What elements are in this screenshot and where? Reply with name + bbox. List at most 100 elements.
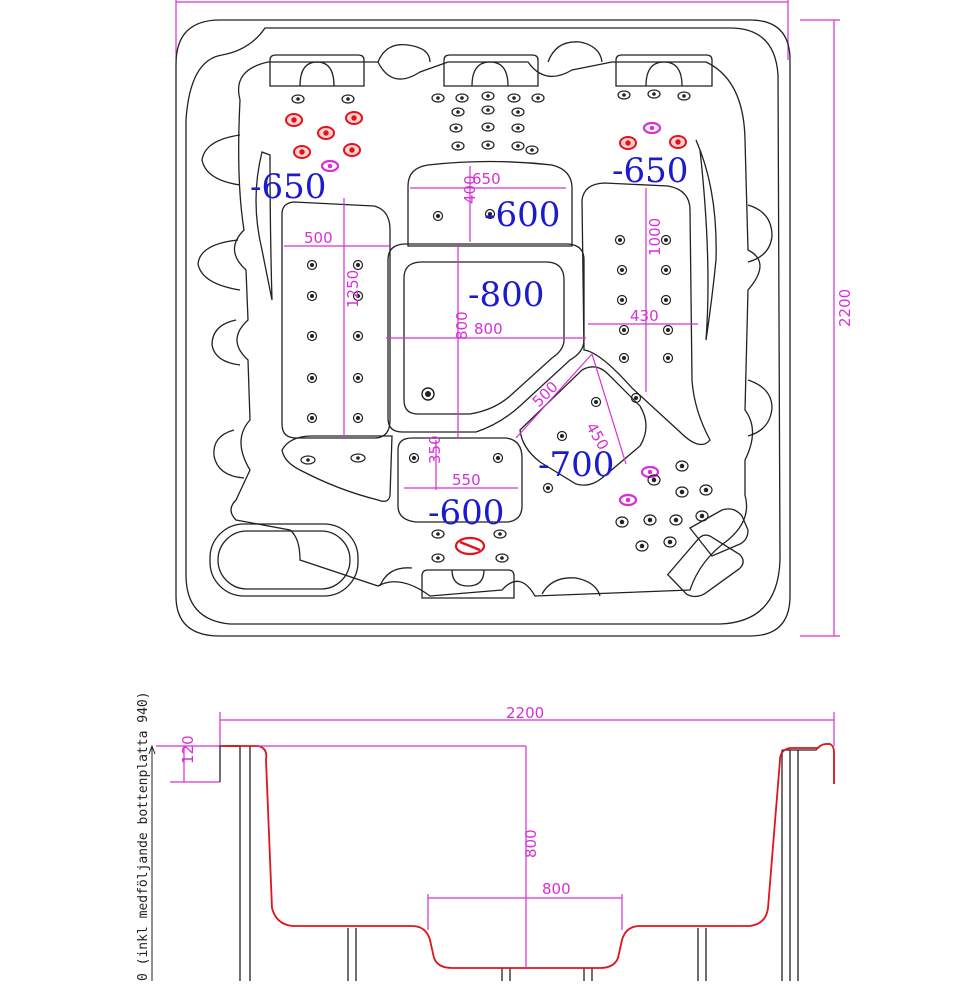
height-note: 0 (inkl medföljande bottenplatta 940) — [136, 691, 151, 981]
jet-group — [285, 89, 713, 563]
jet-nozzle — [525, 145, 539, 155]
jet-nozzle-center — [454, 126, 458, 130]
jet-nozzle-center — [351, 115, 357, 121]
right-wall-bump — [747, 379, 773, 437]
jet-nozzle-center — [291, 117, 297, 123]
jet-nozzle-center — [411, 455, 417, 461]
jet-nozzle — [306, 259, 318, 271]
jet-nozzle-center — [679, 489, 685, 495]
jet-nozzle-center — [647, 469, 653, 475]
jet-nozzle-center — [663, 267, 669, 273]
jet-nozzle — [675, 486, 689, 498]
jet-nozzle-center — [346, 97, 350, 101]
jet-nozzle — [662, 324, 674, 336]
jet-nozzle-center — [617, 237, 623, 243]
jet-nozzle — [511, 123, 525, 133]
jet-nozzle — [695, 510, 709, 522]
jet-nozzle-center — [622, 93, 626, 97]
right-wall-bump — [747, 204, 773, 263]
jet-nozzle-center — [309, 293, 315, 299]
top-seat — [407, 160, 573, 247]
jet-nozzle — [451, 107, 465, 117]
jet-nozzle-center — [306, 458, 310, 462]
top-wall-bump — [377, 43, 431, 63]
jet-nozzle — [635, 540, 649, 552]
jet-nozzle-center — [621, 355, 627, 361]
jet-nozzle — [675, 460, 689, 472]
jet-nozzle-center — [545, 485, 551, 491]
overall-height-label: 2200 — [836, 289, 854, 327]
jet-nozzle-center — [486, 108, 490, 112]
jet-nozzle — [341, 94, 355, 104]
depth-label-left-lounger: -650 — [250, 167, 326, 207]
jet-nozzle-center — [309, 333, 315, 339]
jet-nozzle — [630, 392, 642, 404]
jet-nozzle — [432, 210, 444, 222]
jet-nozzle-center — [355, 262, 361, 268]
jet-nozzle-center — [323, 130, 329, 136]
jet-nozzle-center — [355, 293, 361, 299]
corner-seat — [519, 366, 647, 486]
section-view: 0 (inkl medföljande bottenplatta 940) 22… — [136, 691, 835, 981]
jet-nozzle — [662, 352, 674, 364]
jet-nozzle — [492, 452, 504, 464]
jet-nozzle — [643, 514, 657, 526]
left-wall-bump — [201, 134, 241, 186]
jet-nozzle — [660, 264, 672, 276]
jet-nozzle — [647, 474, 661, 486]
headrest-bottom-curve — [451, 569, 485, 587]
headrest-right-curve — [645, 61, 683, 87]
jet-nozzle — [352, 290, 364, 302]
bottom-seat-width-label: 550 — [452, 471, 481, 489]
jet-nozzle — [617, 90, 631, 100]
jet-nozzle-center — [663, 237, 669, 243]
jet-nozzle-center — [665, 355, 671, 361]
jet-nozzle — [352, 330, 364, 342]
underwater-light — [421, 387, 435, 401]
jet-nozzle — [306, 290, 318, 302]
right-lounger — [581, 182, 711, 446]
jet-nozzle-center — [682, 94, 686, 98]
shell-cross-section — [222, 743, 835, 969]
jet-nozzle — [669, 514, 683, 526]
jet-nozzle-center — [309, 262, 315, 268]
jet-nozzle — [481, 105, 495, 115]
headrest-corner-pad — [689, 508, 749, 557]
jet-nozzle — [616, 294, 628, 306]
jet-nozzle — [455, 93, 469, 103]
jet-nozzle — [481, 140, 495, 150]
jet-nozzle — [531, 93, 545, 103]
jet-nozzle — [481, 91, 495, 101]
left-wall-bump — [211, 319, 241, 366]
shell-outline — [185, 27, 781, 625]
headrest-corner — [666, 534, 744, 598]
depth-label-bottom-seat: -600 — [428, 493, 504, 533]
jet-nozzle — [663, 536, 677, 548]
jet-nozzle-center — [349, 147, 355, 153]
jet-nozzle-center — [625, 497, 631, 503]
right-arm-ridge — [695, 139, 717, 341]
bottom-left-step — [281, 435, 393, 502]
jet-nozzle — [431, 553, 445, 563]
jet-nozzle — [350, 453, 366, 463]
jet-nozzle-center — [498, 532, 502, 536]
jet-nozzle — [306, 372, 318, 384]
jet-nozzle-center — [486, 143, 490, 147]
jet-nozzle — [408, 452, 420, 464]
section-footwell-width-label: 800 — [542, 880, 571, 898]
jet-nozzle-center — [619, 297, 625, 303]
cabinet-outline — [175, 19, 791, 637]
jet-nozzle — [677, 91, 691, 101]
jet-nozzle-center — [703, 487, 709, 493]
jet-nozzle-center — [309, 415, 315, 421]
right-lounger-length-label: 1000 — [646, 218, 664, 256]
jet-nozzle — [511, 141, 525, 151]
jet-nozzle — [449, 123, 463, 133]
jet-nozzle-center — [649, 125, 655, 131]
bottom-seat — [397, 437, 523, 523]
jet-nozzle-center — [559, 433, 565, 439]
jet-nozzle — [647, 89, 661, 99]
footwell-inner — [403, 261, 565, 415]
